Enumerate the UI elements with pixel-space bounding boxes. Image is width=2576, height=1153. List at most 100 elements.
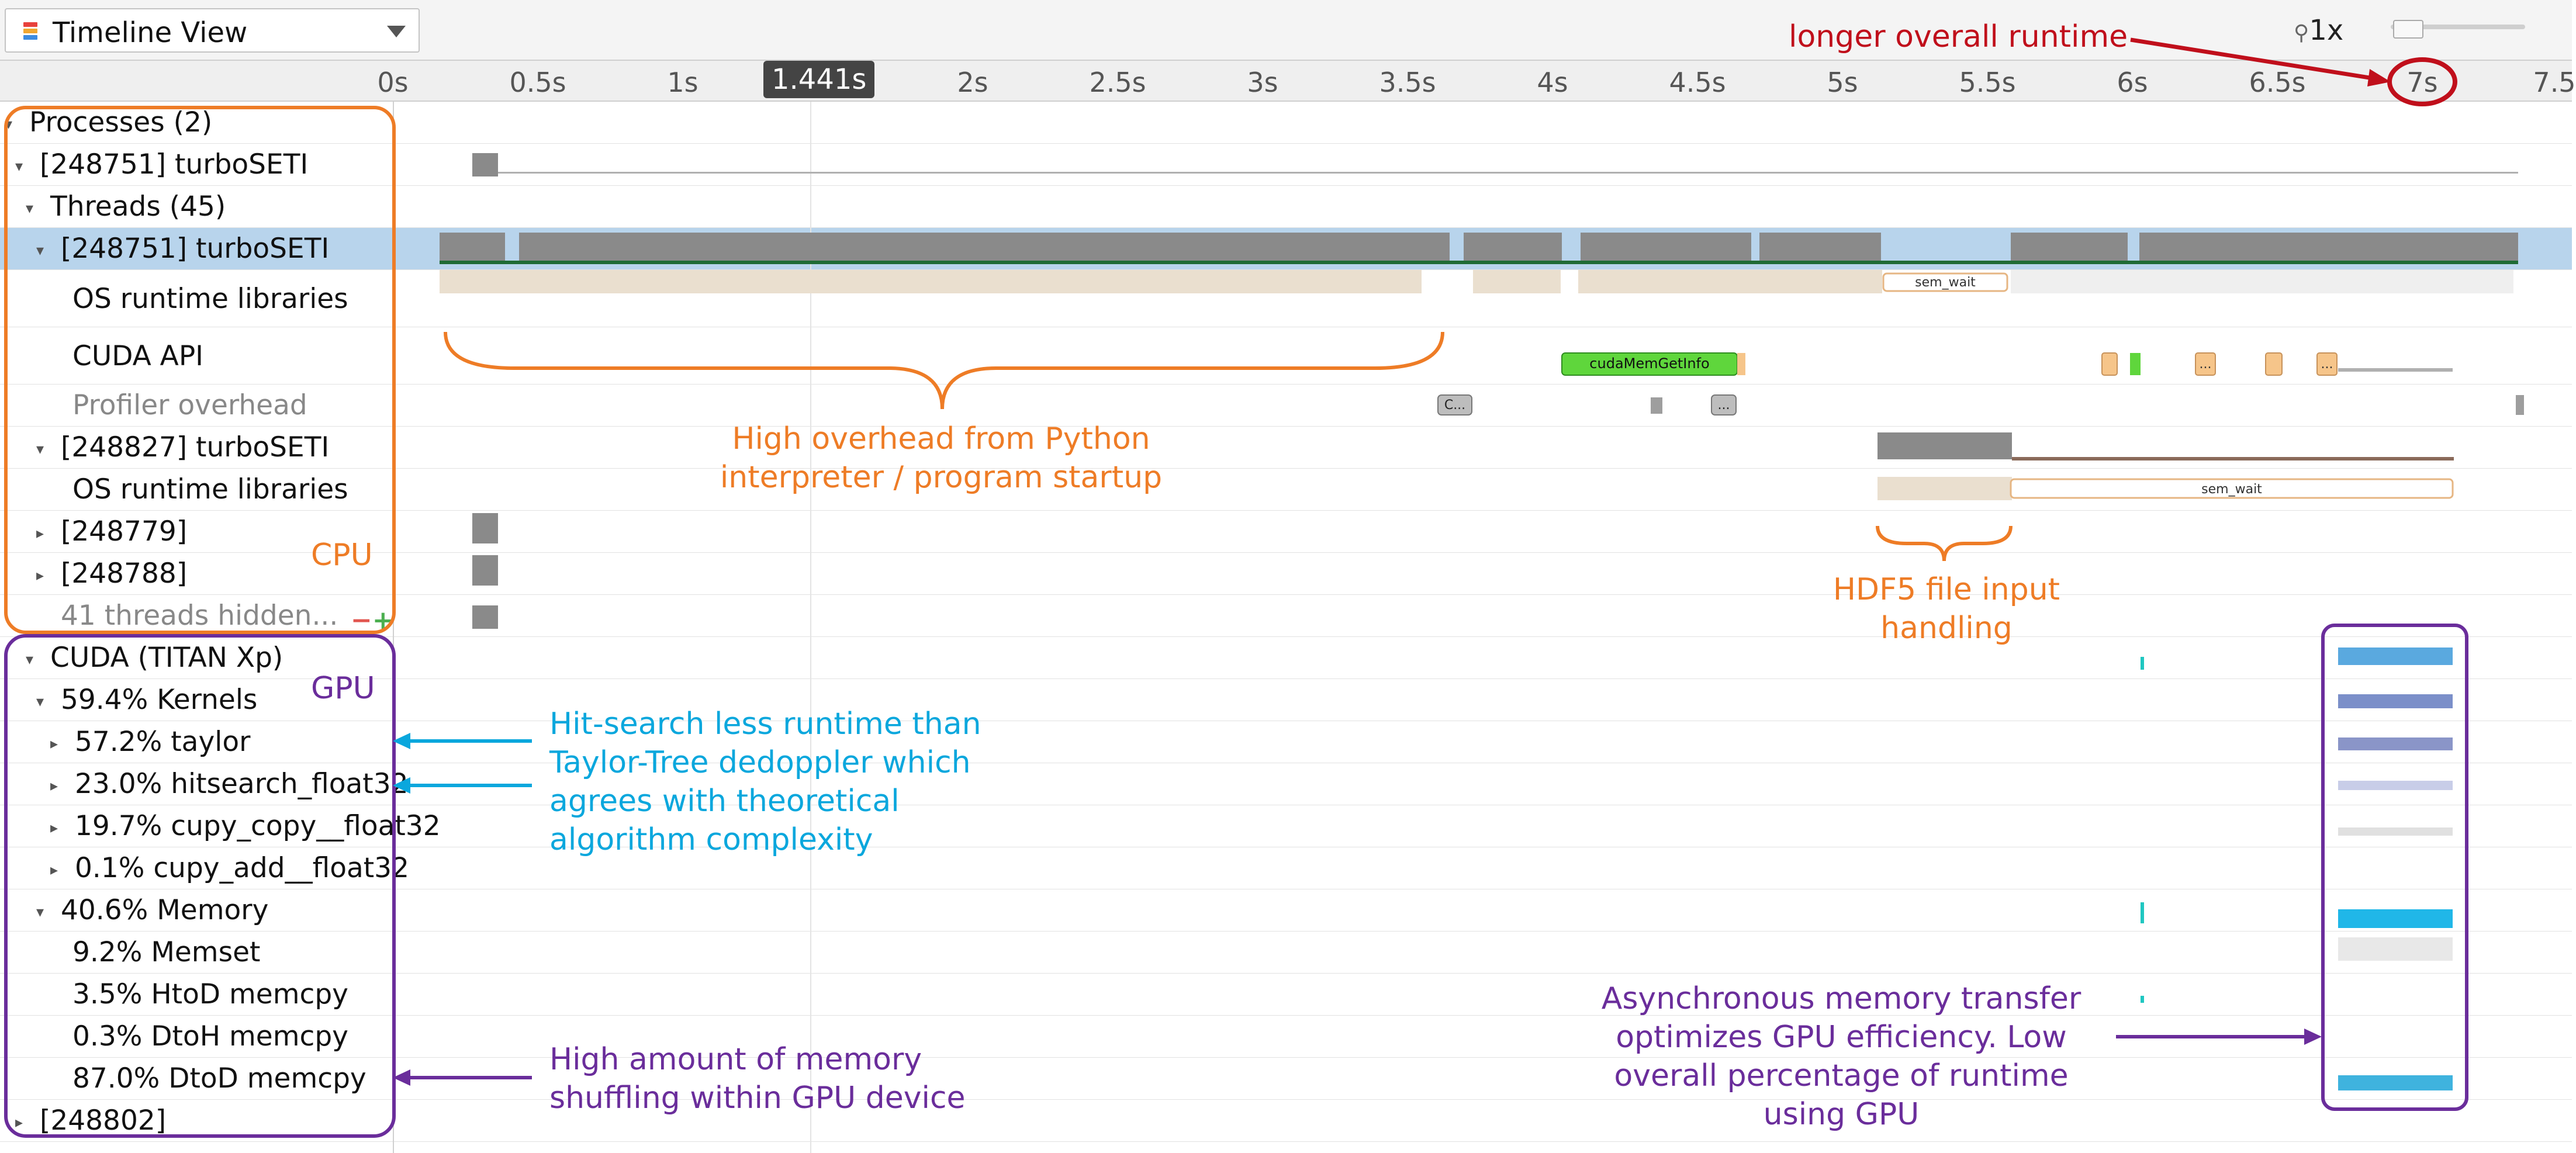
caret-right-icon: ▸	[50, 777, 58, 795]
ruler-tick: 6s	[2117, 67, 2148, 98]
profiler-overhead-event	[2516, 395, 2524, 415]
row-text: [248751] turboSETI	[40, 148, 309, 181]
caret-down-icon: ▾	[15, 157, 23, 175]
zoom-slider[interactable]	[2391, 20, 2525, 39]
row-cuda-device[interactable]: ▾CUDA (TITAN Xp)	[0, 637, 2572, 679]
row-threads[interactable]: ▾ Threads (45)	[0, 186, 2572, 228]
row-profiler-overhead[interactable]: Profiler overhead	[0, 385, 2572, 427]
row-process-248802[interactable]: ▸[248802]	[0, 1100, 2572, 1142]
label-column-divider[interactable]	[393, 102, 394, 1153]
row-text: CUDA API	[72, 340, 204, 372]
process-activity-line	[498, 172, 2518, 174]
sem-wait-event-2	[2010, 478, 2454, 499]
row-processes[interactable]: ▾Processes (2)	[0, 102, 2572, 144]
toolbar	[0, 0, 2572, 60]
cuda-mem-get-info-label: cudaMemGetInfo	[1589, 355, 1709, 372]
ruler-tick: 0.5s	[509, 67, 566, 98]
ruler-tick: 7s	[2406, 67, 2438, 98]
row-process-248751[interactable]: ▾ [248751] turboSETI	[0, 144, 2572, 186]
row-text: 0.3% DtoH memcpy	[72, 1020, 348, 1052]
cuda-api-event	[2130, 353, 2141, 375]
row-cuda-api[interactable]: CUDA API	[0, 327, 2572, 385]
row-text: Threads (45)	[50, 191, 226, 223]
row-kernel-cupy-add[interactable]: ▸0.1% cupy_add__float32	[0, 847, 2572, 889]
tree-label: ▸[248802]	[15, 1104, 166, 1137]
async-arrow	[2116, 1029, 2322, 1045]
cuda-api-dots-1: ...	[2200, 357, 2212, 372]
ruler-tick: 4s	[1537, 67, 1568, 98]
cuda-api-event	[2265, 352, 2283, 376]
ruler-tick: 1s	[667, 67, 699, 98]
tree-label: ▸0.1% cupy_add__float32	[50, 852, 409, 884]
row-kernel-cupy-copy[interactable]: ▸19.7% cupy_copy__float32	[0, 805, 2572, 847]
thread-248779-activity	[472, 513, 498, 543]
hitsearch-annotation: Hit-search less runtime than Taylor-Tree…	[549, 707, 981, 857]
tree-label: ▸23.0% hitsearch_float32	[50, 768, 409, 800]
row-kernel-hitsearch[interactable]: ▸23.0% hitsearch_float32	[0, 763, 2572, 805]
cpu-highlight-box	[4, 106, 396, 634]
row-text: Processes (2)	[29, 106, 213, 139]
row-os-runtime-2[interactable]: OS runtime libraries	[0, 469, 2572, 511]
row-dtoh[interactable]: 0.3% DtoH memcpy	[0, 1016, 2572, 1058]
row-memset[interactable]: 9.2% Memset	[0, 932, 2572, 974]
startup-overhead-annotation: High overhead from Python interpreter / …	[720, 421, 1163, 495]
show-hide-threads-controls[interactable]: −+	[351, 605, 394, 635]
zoom-slider-thumb[interactable]	[2393, 20, 2423, 39]
profiler-overhead-dots: ...	[1718, 398, 1730, 413]
row-text: [248827] turboSETI	[61, 431, 330, 463]
tree-label: ▾ 40.6% Memory	[36, 894, 268, 926]
row-dtod[interactable]: 87.0% DtoD memcpy	[0, 1058, 2572, 1100]
ruler-tick: 3s	[1247, 67, 1278, 98]
row-text: 57.2% taylor	[75, 726, 251, 758]
runtime-annotation: longer overall runtime	[1789, 19, 2128, 54]
tree-label: ▾ Threads (45)	[26, 191, 226, 223]
runtime-highlight-ellipse	[2387, 57, 2457, 106]
ruler-tick: 5s	[1827, 67, 1858, 98]
row-thread-248788[interactable]: ▸[248788]	[0, 553, 2572, 595]
minus-icon[interactable]: −	[351, 605, 372, 635]
row-text: 40.6% Memory	[61, 894, 269, 926]
cuda-api-event	[2101, 352, 2118, 376]
cuda-api-event	[2195, 352, 2216, 376]
profiler-overhead-label: C...	[1444, 398, 1465, 413]
caret-down-icon: ▾	[36, 903, 44, 921]
thread-248827-os-band	[1877, 477, 2012, 500]
thread-248788-activity	[472, 555, 498, 586]
cuda-api-event	[2316, 352, 2338, 376]
gpu-activity-highlight-box	[2321, 624, 2468, 1111]
time-ruler[interactable]: 0s 0.5s 1s 2s 2.5s 3s 3.5s 4s 4.5s 5s 5.…	[0, 60, 2576, 102]
thread-248827-line	[2012, 457, 2454, 460]
row-htod[interactable]: 3.5% HtoD memcpy	[0, 974, 2572, 1016]
row-thread-248827[interactable]: ▾[248827] turboSETI	[0, 427, 2572, 469]
tree-label: ▾Processes (2)	[5, 106, 212, 139]
gpu-kernel-activity	[2141, 648, 2453, 1090]
ruler-tick: 3.5s	[1379, 67, 1436, 98]
row-thread-248779[interactable]: ▸[248779]	[0, 511, 2572, 553]
row-text: OS runtime libraries	[72, 473, 348, 505]
caret-down-icon: ▾	[26, 650, 34, 669]
sem-wait-label-1: sem_wait	[1915, 275, 1976, 290]
row-os-runtime-1[interactable]: OS runtime libraries	[0, 270, 2572, 327]
view-selector-dropdown[interactable]: Timeline View	[5, 8, 420, 53]
row-text: 87.0% DtoD memcpy	[72, 1062, 366, 1095]
row-threads-hidden[interactable]: 41 threads hidden...	[0, 595, 2572, 637]
cpu-tag: CPU	[311, 538, 373, 573]
row-text: [248788]	[61, 558, 188, 590]
caret-down-icon: ▾	[36, 693, 44, 711]
profiler-overhead-event	[1437, 394, 1472, 416]
ruler-tick: 5.5s	[1959, 67, 2016, 98]
row-kernels[interactable]: ▾59.4% Kernels	[0, 679, 2572, 721]
row-text: 9.2% Memset	[72, 936, 261, 968]
row-kernel-taylor[interactable]: ▸57.2% taylor	[0, 721, 2572, 763]
hitsearch-arrows	[393, 733, 532, 794]
caret-down-icon: ▾	[26, 199, 34, 217]
ruler-tick: 7.5	[2533, 67, 2576, 98]
cuda-api-event	[1737, 353, 1745, 375]
hdf5-brace	[1876, 525, 2013, 562]
startup-brace	[444, 331, 1444, 410]
cursor-line	[810, 102, 811, 1153]
row-memory[interactable]: ▾ 40.6% Memory	[0, 889, 2572, 932]
cuda-api-dots-2: ...	[2321, 357, 2333, 372]
zoom-level-value: 1x	[2309, 14, 2344, 47]
